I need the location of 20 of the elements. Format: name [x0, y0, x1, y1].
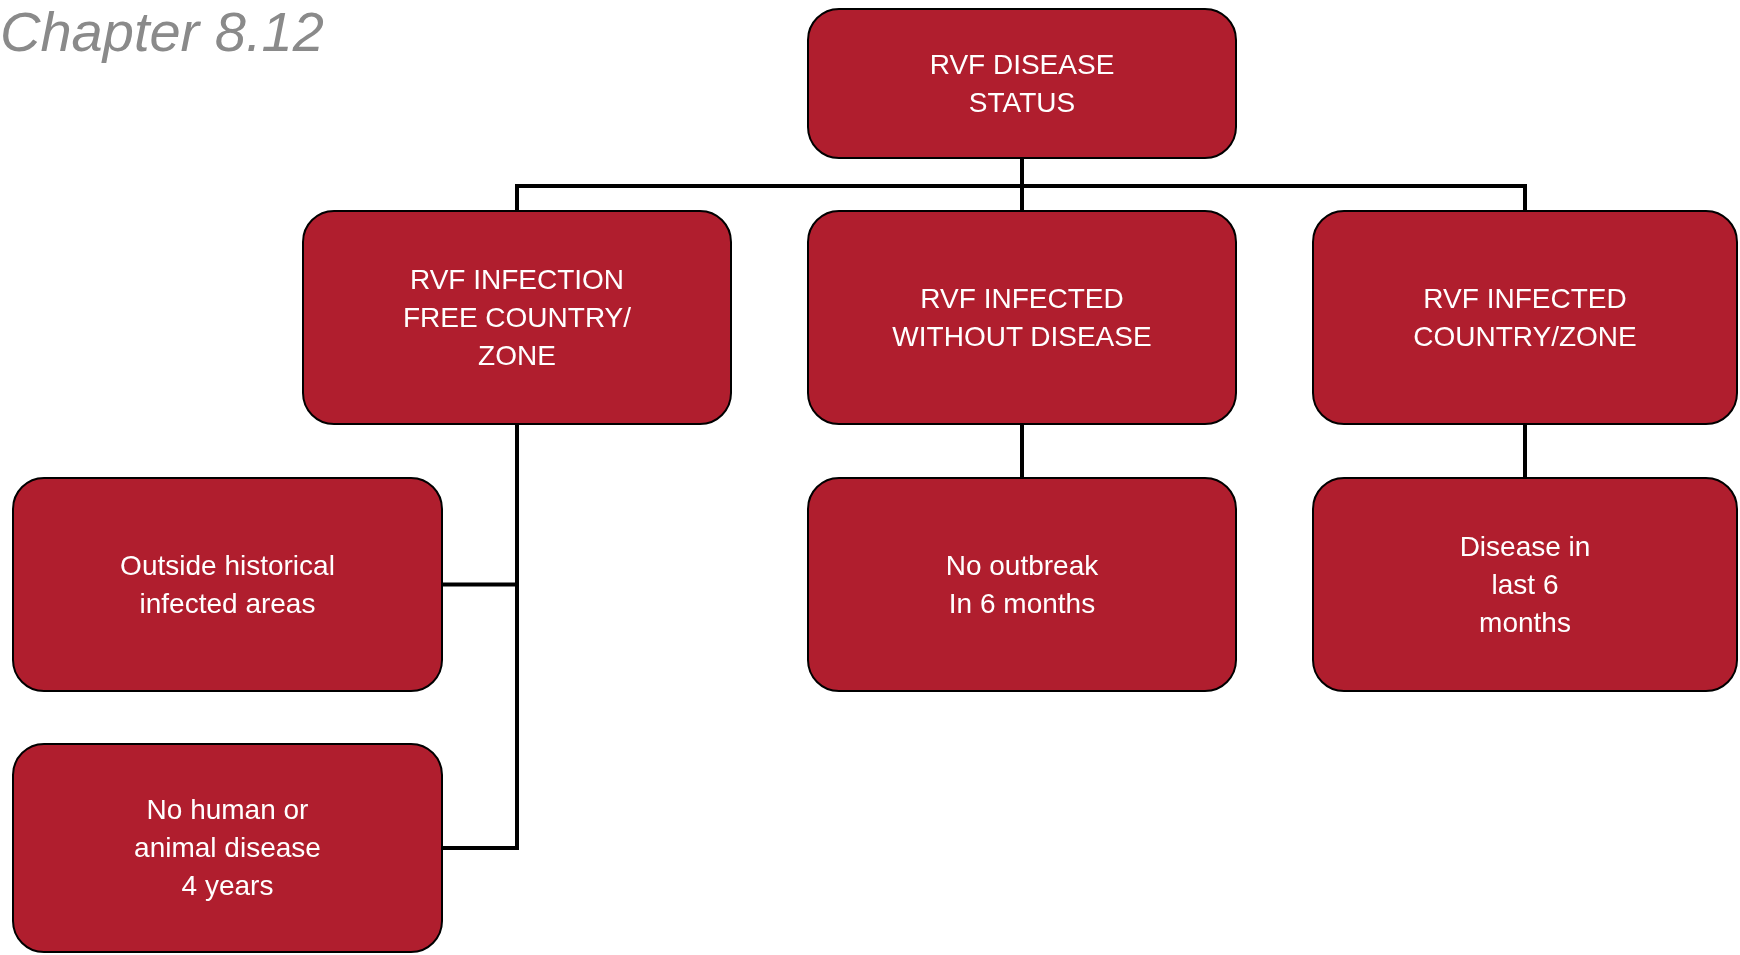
box-label: Outside historical infected areas	[119, 548, 336, 621]
status-box	[807, 210, 1237, 425]
box-label: RVF INFECTED COUNTRY/ZONE	[1412, 281, 1638, 354]
status-box	[807, 8, 1237, 159]
status-box	[807, 477, 1237, 692]
status-box	[1312, 210, 1738, 425]
box-label: Disease in last 6 months	[1458, 529, 1592, 640]
box-label: No human or animal disease 4 years	[133, 793, 322, 903]
connector-line	[443, 425, 519, 850]
connector-line	[1020, 425, 1024, 477]
box-label: RVF DISEASE STATUS	[928, 47, 1116, 120]
box-label: No outbreak In 6 months	[944, 548, 1100, 621]
box-label: RVF INFECTION FREE COUNTRY/ ZONE	[402, 262, 632, 373]
status-box	[12, 743, 443, 953]
box-label: RVF INFECTED WITHOUT DISEASE	[892, 281, 1152, 354]
connector-line	[1020, 159, 1527, 210]
status-box	[302, 210, 732, 425]
status-box	[12, 477, 443, 692]
status-box	[1312, 477, 1738, 692]
connector-line	[1523, 425, 1527, 477]
